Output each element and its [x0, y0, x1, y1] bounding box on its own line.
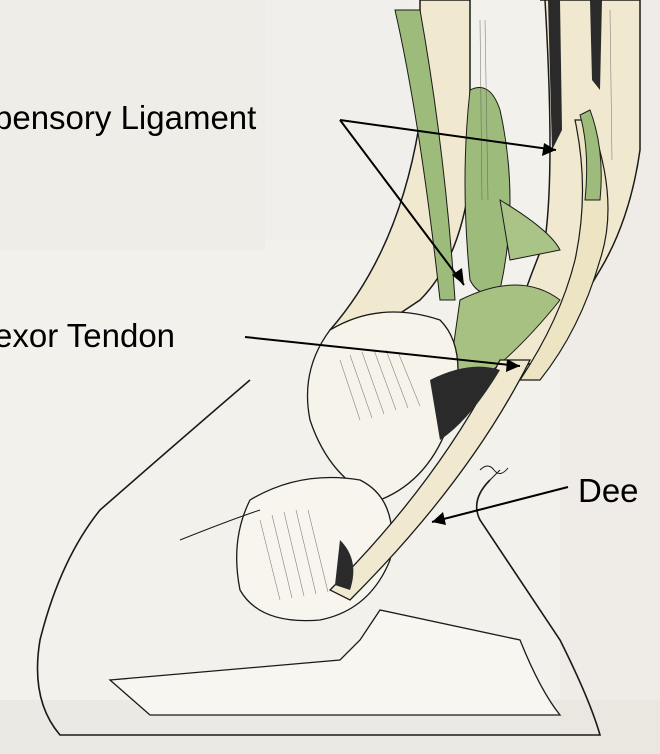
artist-signature: [480, 466, 508, 480]
label-flexor-tendon: exor Tendon: [0, 319, 175, 352]
label-deep-flexor: Dee: [578, 474, 639, 507]
arrow-deep: [432, 487, 568, 522]
label-suspensory-ligament: pensory Ligament: [0, 101, 256, 134]
hoof-sole: [110, 610, 560, 715]
suspensory-ligament-strand-2: [465, 88, 510, 294]
arrowhead-deep: [432, 512, 446, 525]
